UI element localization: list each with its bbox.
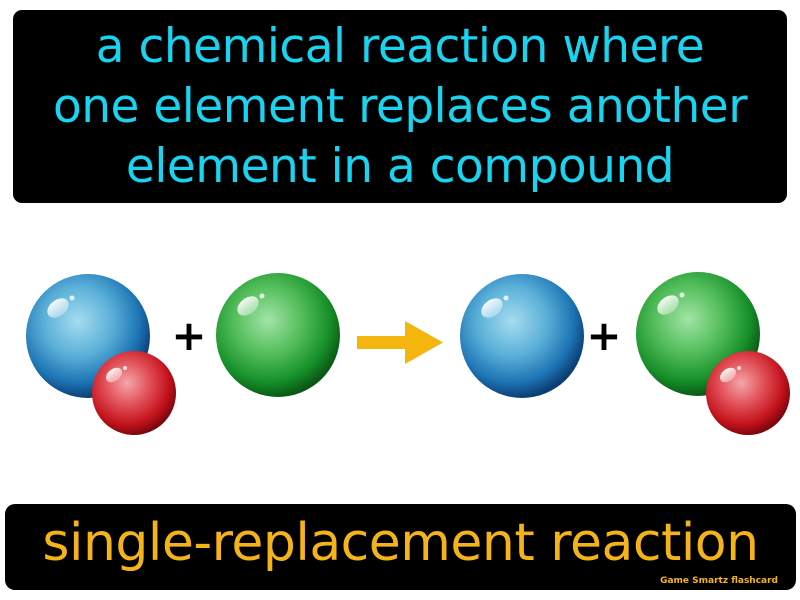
definition-box: a chemical reaction where one element re…	[13, 10, 787, 203]
green-sphere-icon	[216, 273, 340, 397]
term-box: single-replacement reaction Game Smartz …	[5, 504, 796, 590]
brand-label: Game Smartz flashcard	[660, 576, 778, 586]
reactant-compound	[26, 274, 176, 435]
definition-line-3: element in a compound	[125, 138, 675, 194]
reaction-diagram-svg: + +	[26, 272, 790, 435]
reaction-arrow-icon	[357, 321, 443, 364]
plus-sign-left: +	[171, 311, 206, 360]
definition-line-1: a chemical reaction where	[95, 18, 705, 74]
reaction-diagram: + +	[0, 210, 800, 490]
red-sphere-icon	[92, 351, 176, 435]
blue-sphere-icon	[460, 274, 584, 398]
definition-line-2: one element replaces another	[52, 78, 748, 134]
plus-sign-right: +	[586, 311, 621, 360]
red-sphere-icon	[706, 351, 790, 435]
term-title: single-replacement reaction	[42, 513, 759, 573]
product-compound	[636, 272, 790, 435]
